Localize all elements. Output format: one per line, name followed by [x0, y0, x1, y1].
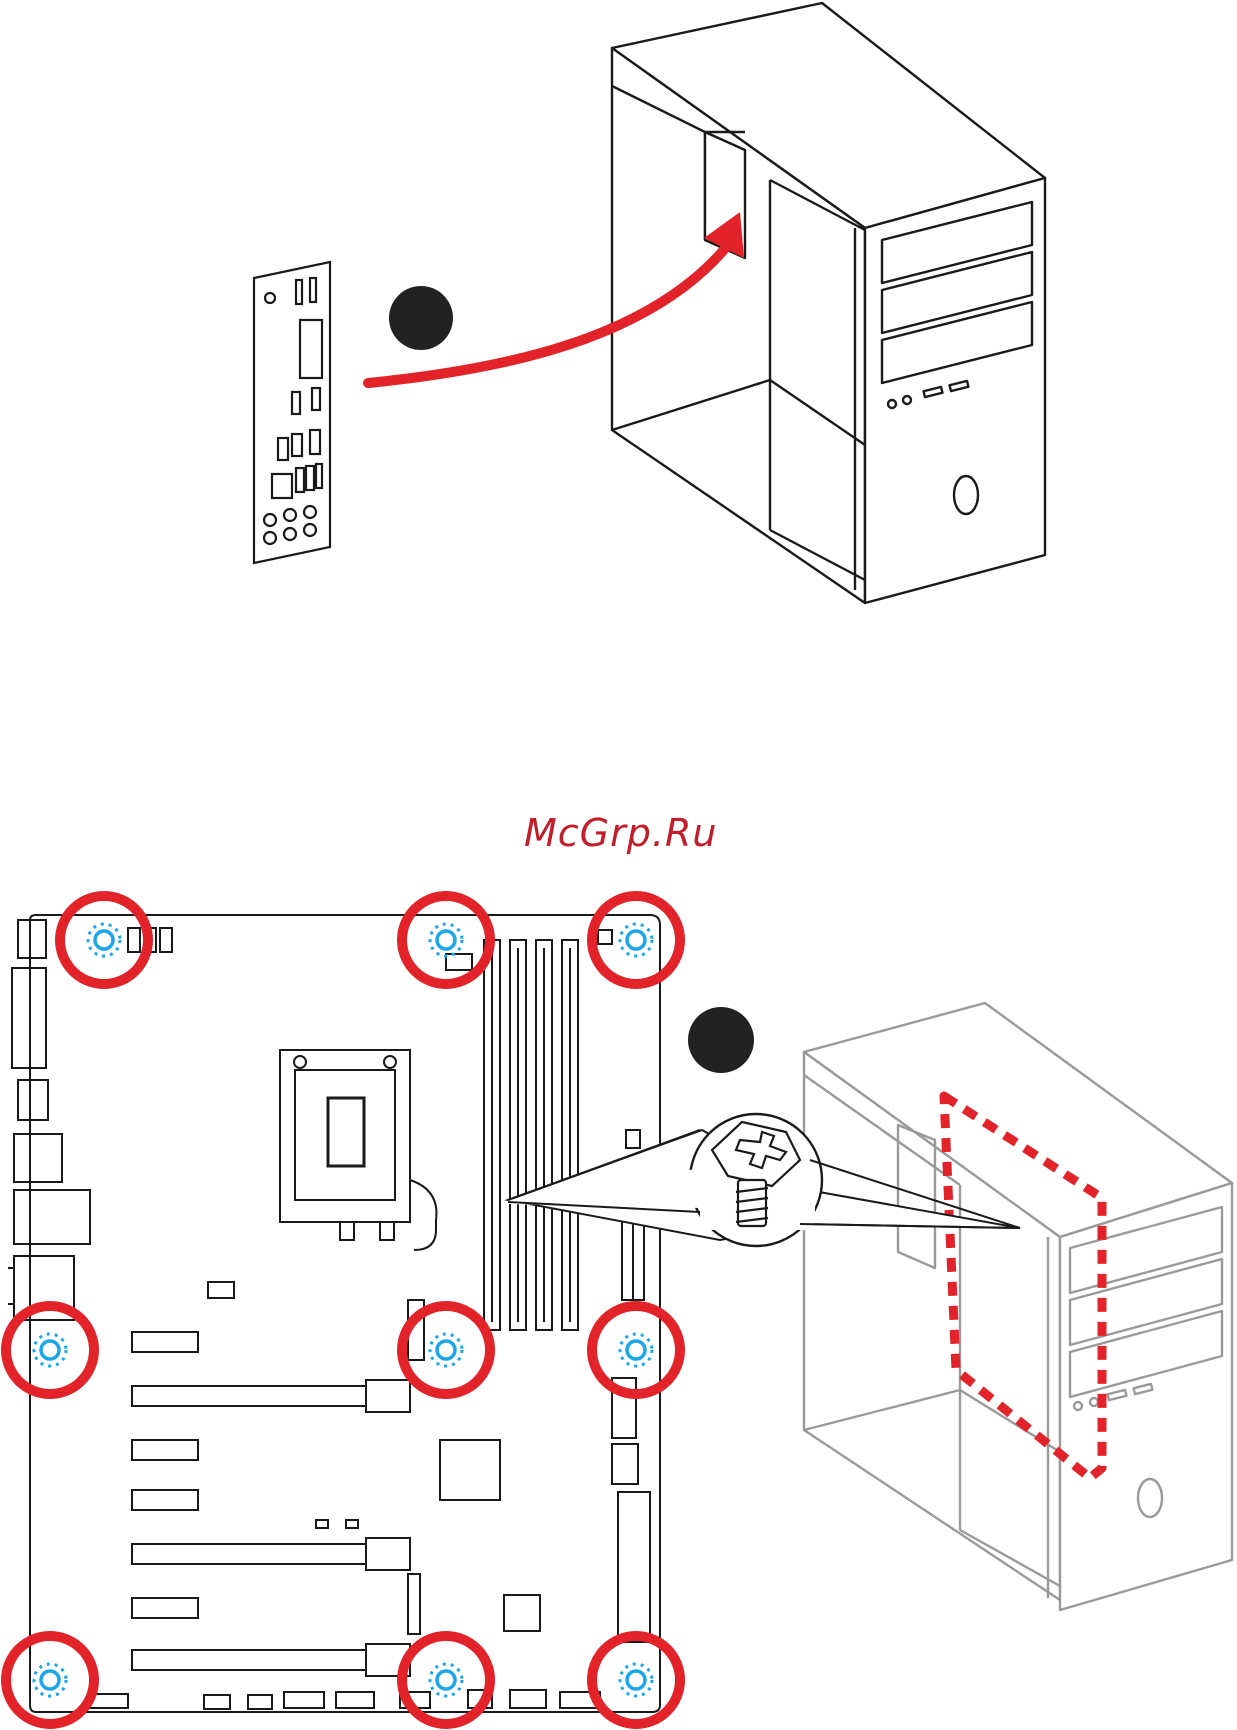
step-1-illustration	[254, 3, 1045, 603]
io-shield-icon	[254, 262, 330, 563]
step-2-marker-icon	[688, 1007, 754, 1073]
motherboard-icon	[8, 915, 660, 1712]
watermark-text: McGrp.Ru	[524, 811, 717, 855]
pc-case-bottom	[804, 1003, 1232, 1610]
step-1-marker-icon	[389, 286, 453, 350]
step-2-illustration	[6, 896, 1232, 1724]
pc-case-top	[612, 3, 1045, 603]
